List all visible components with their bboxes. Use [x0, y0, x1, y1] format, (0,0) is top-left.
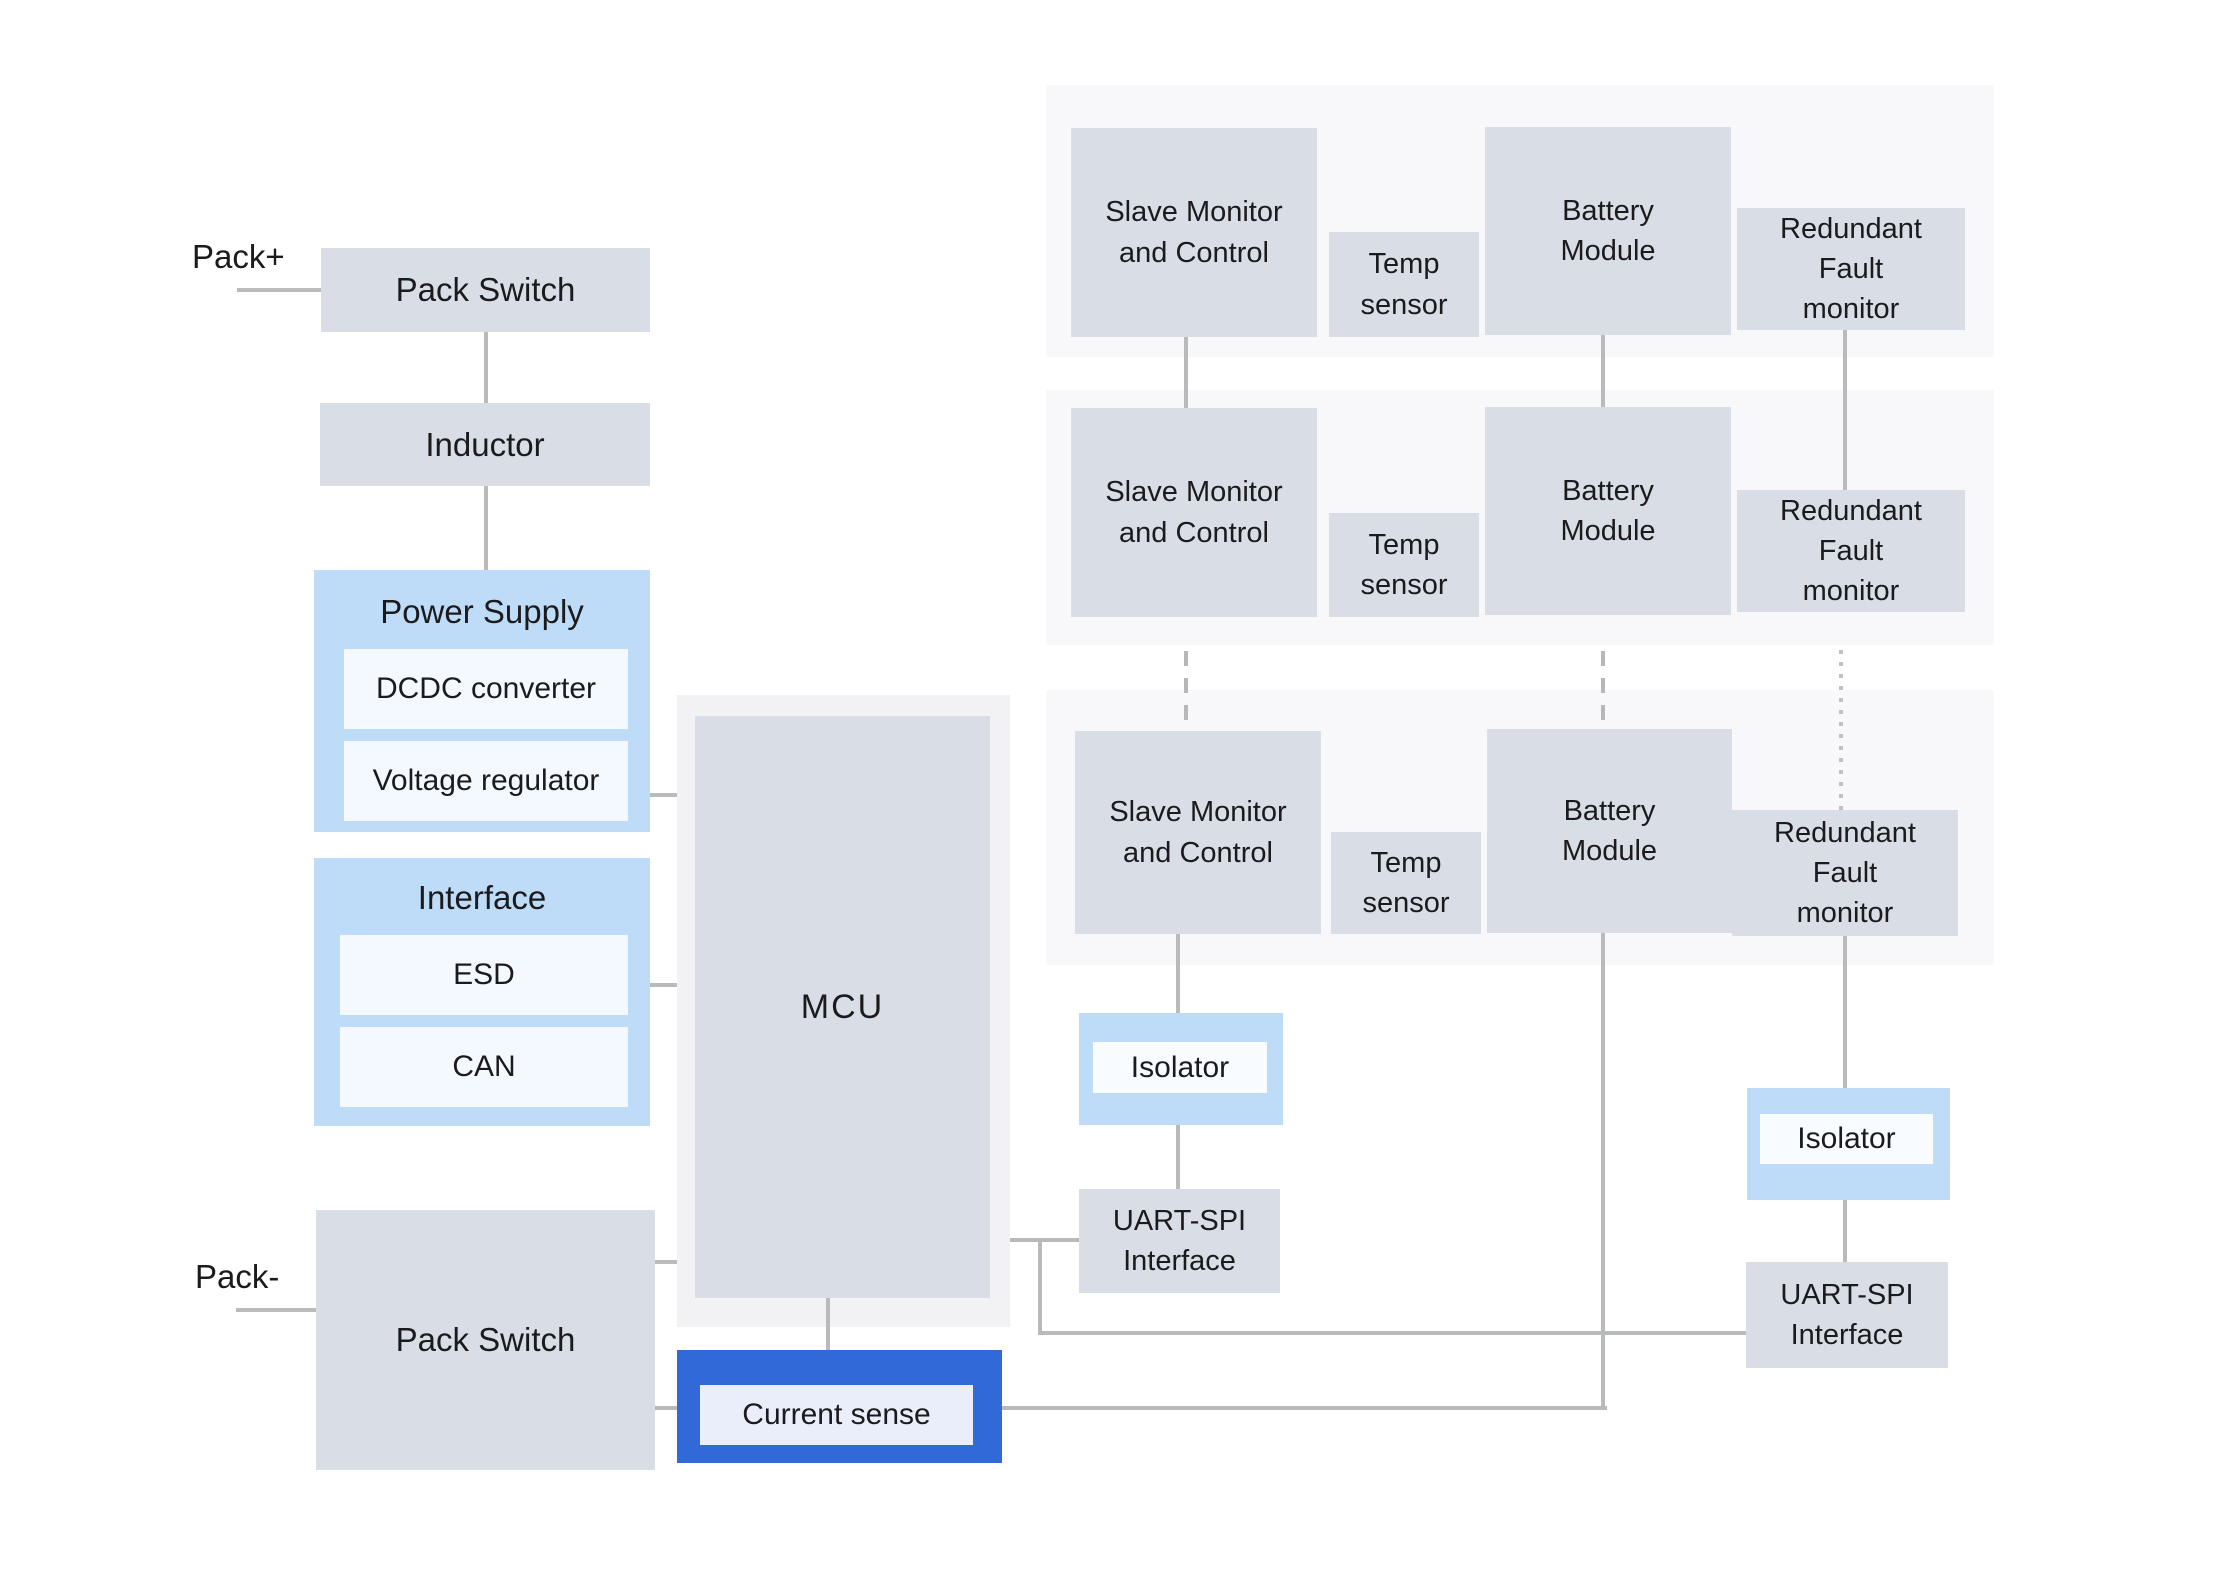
connector-mcu-uartspi-left [1010, 1238, 1079, 1242]
isolator-left-label: Isolator [1093, 1042, 1267, 1093]
connector-slave3-isolator-left [1176, 934, 1180, 1013]
redundant-fault-monitor-box-row3: Redundant Fault monitor [1732, 810, 1958, 936]
uart-spi-interface-box-right: UART-SPI Interface [1746, 1262, 1948, 1368]
connector-redundant3-isolator-right [1843, 936, 1847, 1088]
connector-packswitchbottom-mcu [655, 1260, 677, 1264]
dcdc-converter-box: DCDC converter [344, 649, 628, 729]
connector-slave2-slave3-dashed [1184, 651, 1188, 731]
redundant-fault-monitor-box-row2: Redundant Fault monitor [1737, 490, 1965, 612]
connector-packplus-packswitch [237, 288, 321, 292]
uart-spi-interface-box-left: UART-SPI Interface [1079, 1189, 1280, 1293]
inductor-box: Inductor [320, 403, 650, 486]
connector-packminus-packswitch [236, 1308, 316, 1312]
battery-module-box-row3: Battery Module [1487, 729, 1732, 933]
mcu-box: MCU [695, 716, 990, 1298]
pack-switch-top-box: Pack Switch [321, 248, 650, 332]
slave-monitor-box-row2: Slave Monitor and Control [1071, 408, 1317, 617]
connector-battery3-currentsense [1601, 933, 1605, 1410]
connector-isolator-uartspi-left [1176, 1125, 1180, 1189]
connector-junction-down [1038, 1238, 1042, 1335]
temp-sensor-box-row2: Temp sensor [1329, 513, 1479, 617]
current-sense-label: Current sense [700, 1385, 973, 1445]
temp-sensor-box-row1: Temp sensor [1329, 232, 1479, 337]
pack-plus-label: Pack+ [192, 238, 285, 275]
slave-monitor-box-row1: Slave Monitor and Control [1071, 128, 1317, 337]
temp-sensor-box-row3: Temp sensor [1331, 832, 1481, 934]
connector-redundant2-redundant3-dotted [1839, 650, 1843, 810]
connector-inductor-powersupply [484, 486, 488, 570]
connector-voltageregulator-mcu [650, 793, 677, 797]
connector-redundant1-redundant2 [1843, 330, 1847, 490]
connector-battery1-battery2 [1601, 335, 1605, 407]
connector-packswitch-inductor [484, 332, 488, 403]
esd-box: ESD [340, 935, 628, 1015]
connector-junction-uartspi-right [1038, 1331, 1746, 1335]
redundant-fault-monitor-box-row1: Redundant Fault monitor [1737, 208, 1965, 330]
interface-title: Interface [417, 879, 547, 916]
slave-monitor-box-row3: Slave Monitor and Control [1075, 731, 1321, 934]
battery-module-box-row2: Battery Module [1485, 407, 1731, 615]
connector-battery2-battery3-dashed [1601, 651, 1605, 729]
battery-module-box-row1: Battery Module [1485, 127, 1731, 335]
connector-currentsense-battery [1002, 1406, 1607, 1410]
can-box: CAN [340, 1027, 628, 1107]
connector-packswitchbottom-currentsense [655, 1406, 677, 1410]
connector-slave1-slave2 [1184, 337, 1188, 408]
connector-esd-mcu [650, 983, 677, 987]
voltage-regulator-box: Voltage regulator [344, 741, 628, 821]
power-supply-title: Power Supply [380, 592, 584, 630]
pack-minus-label: Pack- [195, 1258, 280, 1295]
connector-mcu-currentsense [826, 1298, 830, 1350]
pack-switch-bottom-box: Pack Switch [316, 1210, 655, 1470]
connector-isolator-uartspi-right [1843, 1200, 1847, 1262]
isolator-right-label: Isolator [1760, 1114, 1933, 1164]
